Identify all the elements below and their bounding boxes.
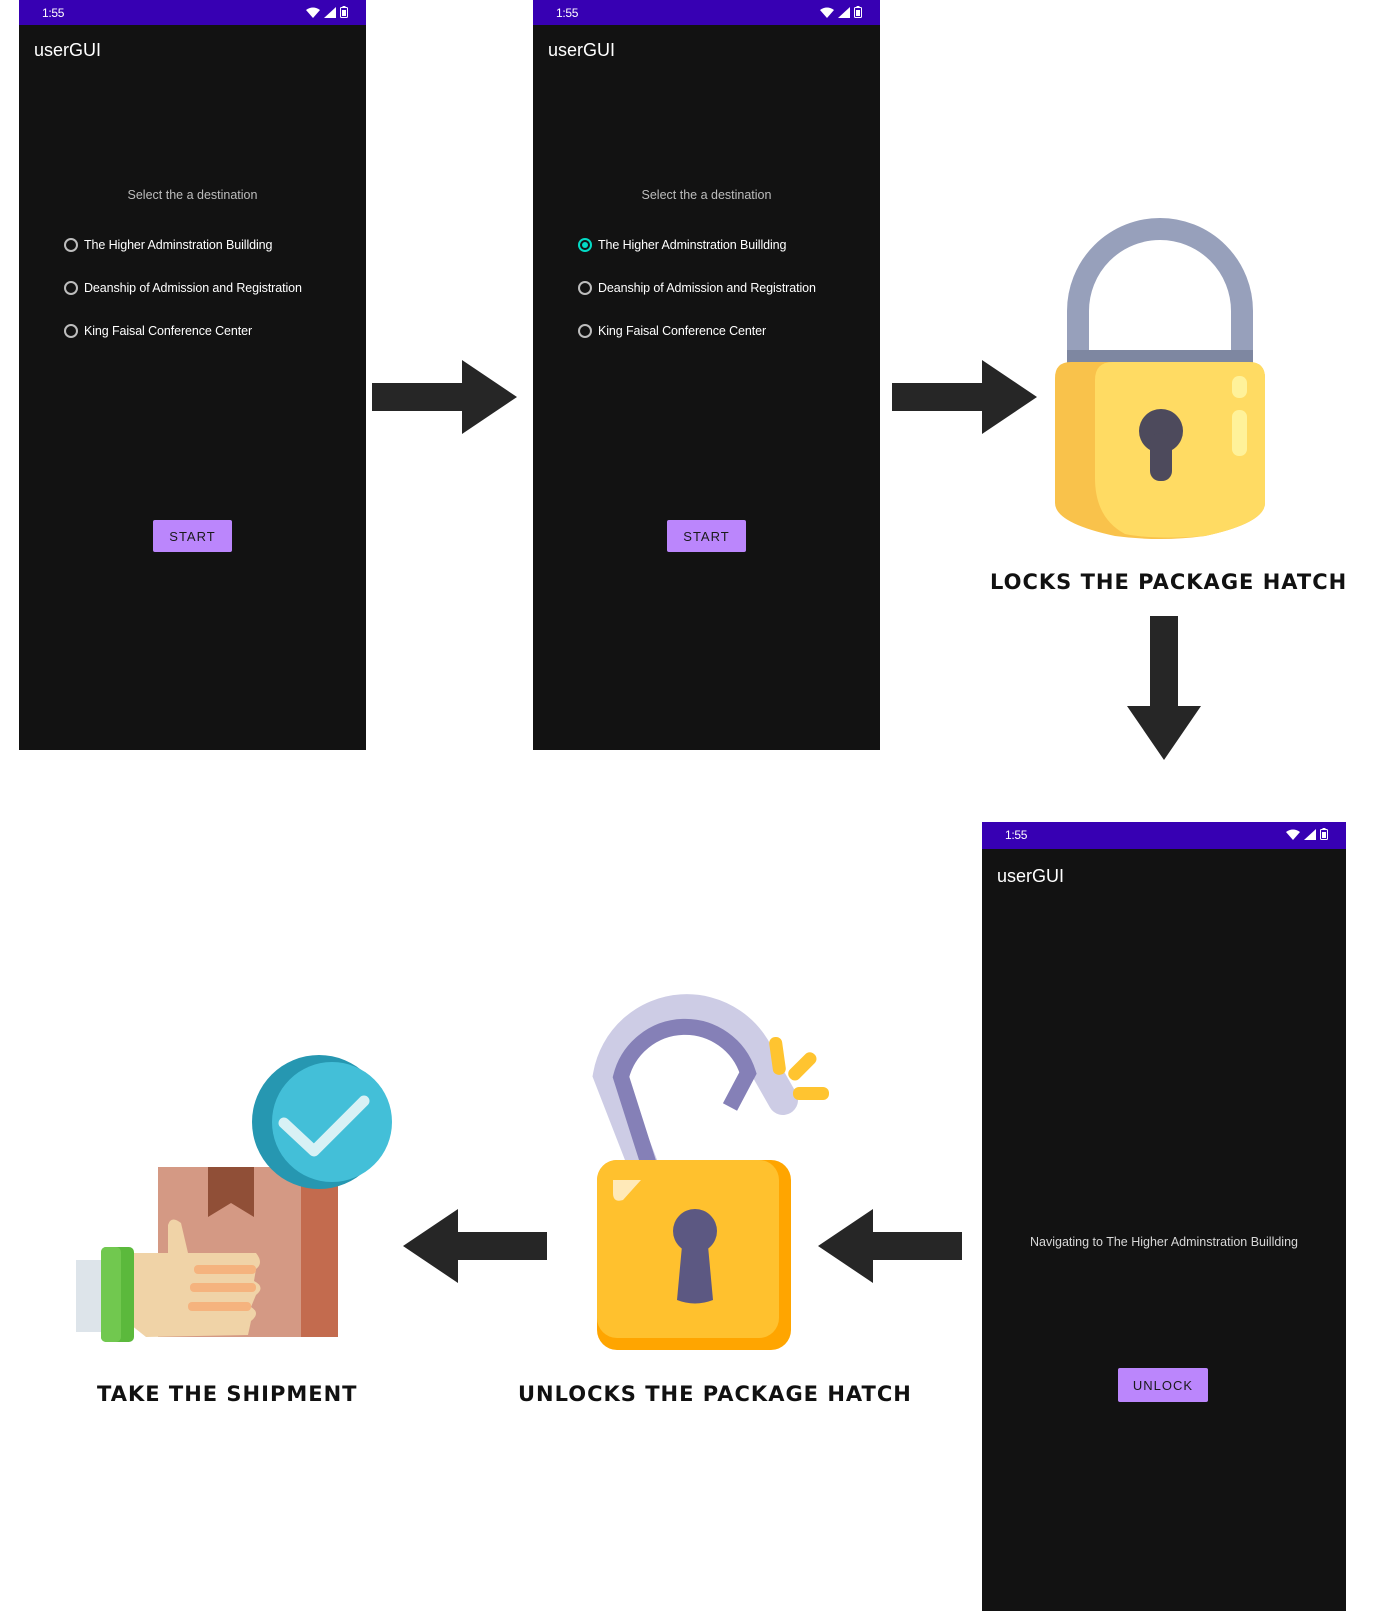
radio-button[interactable] [64,281,78,295]
check-icon [278,1095,370,1157]
phone-screen-1: 1:55 userGUI Select the a destination Th… [19,0,366,750]
destination-prompt: Select the a destination [641,188,772,202]
radio-option-higher-administration[interactable]: The Higher Adminstration Buillding [578,238,786,252]
padlock-unlocked-icon [592,994,829,1350]
radio-label: King Faisal Conference Center [84,324,253,338]
radio-option-king-faisal-center[interactable]: King Faisal Conference Center [64,324,252,338]
start-button[interactable]: START [153,520,232,552]
package-delivered-icon [76,1055,392,1342]
navigation-status-text: Navigating to The Higher Adminstration B… [1030,1235,1298,1249]
start-button[interactable]: START [667,520,746,552]
status-time: 1:55 [1005,828,1028,842]
padlock-locked-icon [1055,218,1265,539]
radio-label: Deanship of Admission and Registration [84,281,302,295]
lock-caption: LOCKS THE PACKAGE HATCH [990,570,1348,594]
destination-prompt: Select the a destination [127,188,258,202]
app-title: userGUI [34,40,102,60]
radio-label: The Higher Adminstration Buillding [84,238,273,252]
app-title: userGUI [997,866,1065,886]
phone-screen-2: 1:55 userGUI Select the a destination Th… [533,0,880,750]
shipment-caption: TAKE THE SHIPMENT [97,1382,358,1406]
signal-icon [838,6,850,21]
status-bar: 1:55 [533,0,880,25]
right-arrow-icon [892,360,1037,434]
radio-button[interactable] [64,238,78,252]
battery-icon [1320,828,1328,843]
radio-button[interactable] [64,324,78,338]
signal-icon [1304,828,1316,843]
battery-icon [340,6,348,21]
radio-option-deanship-admission[interactable]: Deanship of Admission and Registration [578,281,816,295]
radio-option-king-faisal-center[interactable]: King Faisal Conference Center [578,324,766,338]
unlock-button[interactable]: UNLOCK [1118,1368,1208,1402]
radio-label: King Faisal Conference Center [598,324,767,338]
radio-button-selected[interactable] [578,238,592,252]
status-bar: 1:55 [982,822,1346,849]
left-arrow-icon [818,1209,962,1283]
signal-icon [324,6,336,21]
radio-button[interactable] [578,324,592,338]
radio-label: The Higher Adminstration Buillding [598,238,787,252]
radio-button[interactable] [578,281,592,295]
left-arrow-icon [403,1209,547,1283]
wifi-icon [1286,829,1300,843]
right-arrow-icon [372,360,517,434]
status-time: 1:55 [42,6,65,20]
status-time: 1:55 [556,6,579,20]
wifi-icon [820,7,834,21]
phone-screen-3: 1:55 userGUI Navigating to The Higher Ad… [982,822,1346,1611]
radio-option-deanship-admission[interactable]: Deanship of Admission and Registration [64,281,302,295]
radio-label: Deanship of Admission and Registration [598,281,816,295]
app-title: userGUI [548,40,616,60]
radio-option-higher-administration[interactable]: The Higher Adminstration Buillding [64,238,272,252]
status-bar: 1:55 [19,0,366,25]
wifi-icon [306,7,320,21]
battery-icon [854,6,862,21]
unlock-caption: UNLOCKS THE PACKAGE HATCH [518,1382,912,1406]
down-arrow-icon [1127,616,1201,760]
